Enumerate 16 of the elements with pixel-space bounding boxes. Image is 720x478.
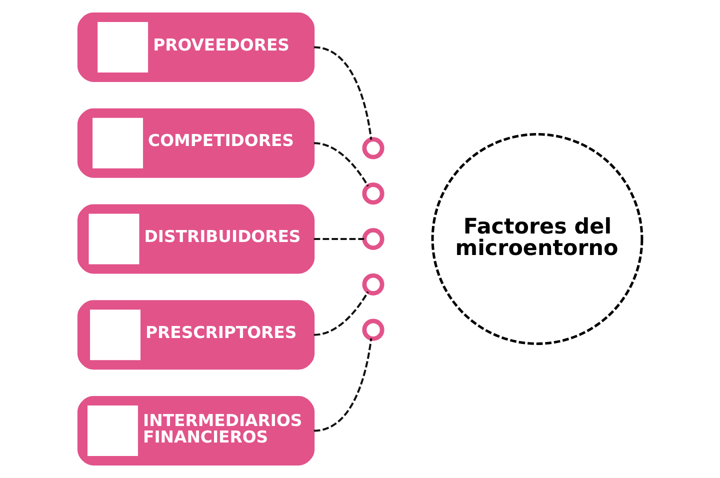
node-circle [362,318,384,341]
node-box: DISTRIBUIDORES [77,204,315,274]
node-box: PROVEEDORES [77,12,315,82]
node-circle: Factores del microentorno [431,133,644,345]
node-box: PRESCRIPTORES [77,300,315,370]
node-circle [362,137,384,160]
node-circle [362,228,384,250]
node-box: COMPETIDORES [77,108,315,178]
node-circle [362,182,384,205]
connector [314,338,372,432]
node-circle [362,273,384,296]
node-box: INTERMEDIARIOS FINANCIEROS [77,396,315,466]
connector [314,238,364,240]
connector [314,46,372,140]
connector [314,291,369,336]
connector [314,142,369,187]
